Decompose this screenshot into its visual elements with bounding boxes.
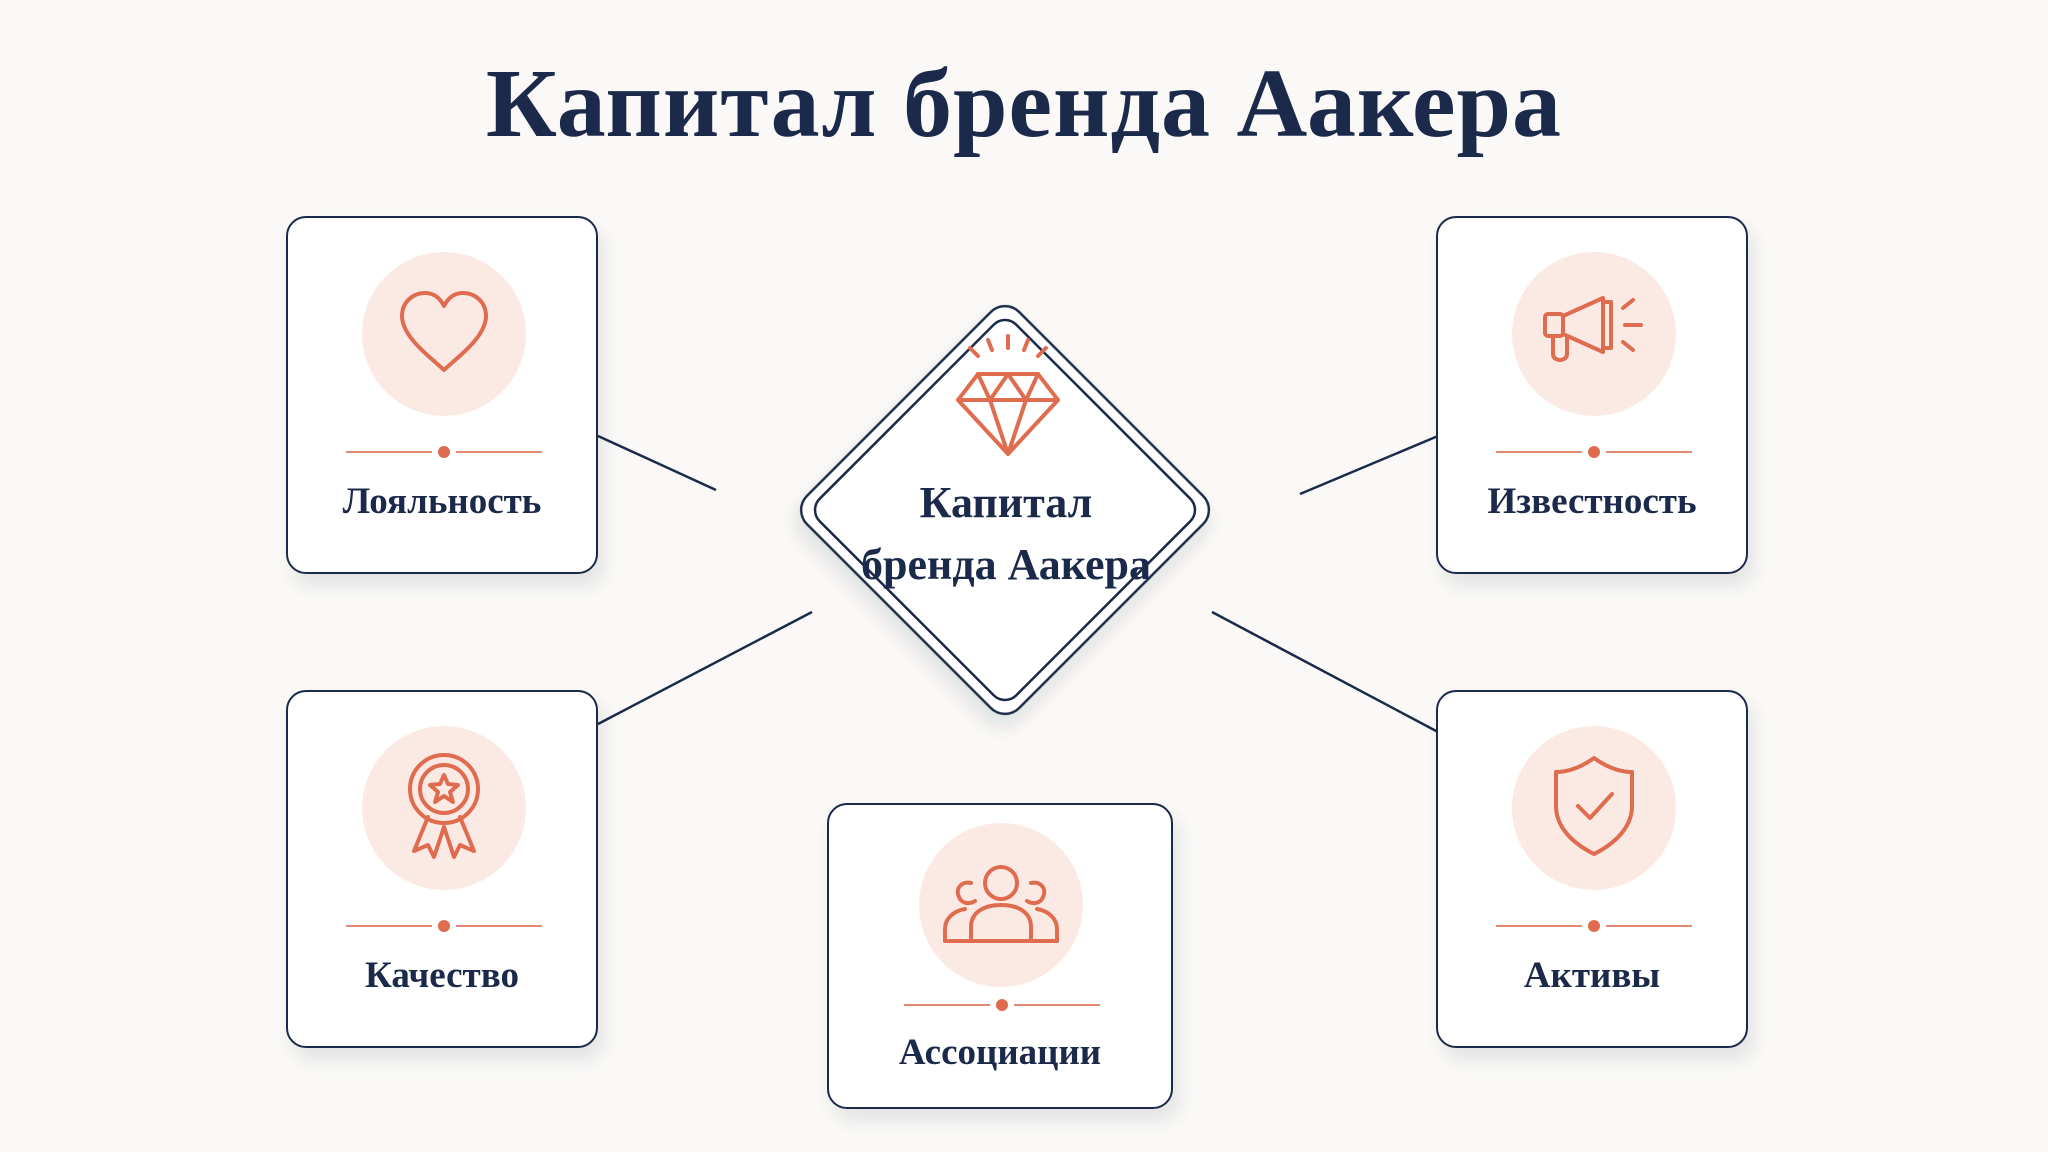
connector-awareness bbox=[1299, 434, 1439, 496]
hub-label-line2: бренда Аакера bbox=[860, 540, 1152, 589]
icon-circle bbox=[362, 726, 526, 890]
hub-label: Капитал бренда Аакера bbox=[806, 472, 1206, 596]
card-label: Качество bbox=[365, 955, 519, 996]
card-label: Активы bbox=[1523, 955, 1661, 996]
card-divider bbox=[1496, 446, 1692, 458]
card-label: Известность bbox=[1487, 481, 1697, 522]
connector-loyalty bbox=[597, 434, 717, 492]
card-label: Лояльность bbox=[342, 481, 542, 522]
card-divider bbox=[1496, 920, 1692, 932]
shield-check-icon bbox=[1550, 754, 1638, 863]
icon-circle bbox=[1512, 252, 1676, 416]
hub-diamond bbox=[799, 304, 1211, 716]
icon-circle bbox=[1512, 726, 1676, 890]
card-assets: Активы bbox=[1436, 690, 1748, 1048]
page-title: Капитал бренда Аакера bbox=[485, 50, 1563, 158]
heart-icon bbox=[396, 288, 492, 381]
card-label: Ассоциации bbox=[898, 1032, 1102, 1073]
card-associations: Ассоциации bbox=[827, 803, 1173, 1109]
card-awareness: Известность bbox=[1436, 216, 1748, 574]
icon-circle bbox=[919, 823, 1083, 987]
hub-label-line1: Капитал bbox=[919, 478, 1093, 527]
megaphone-icon bbox=[1539, 290, 1649, 379]
connector-assets bbox=[1211, 610, 1439, 734]
card-divider bbox=[904, 999, 1100, 1011]
award-ribbon-icon bbox=[402, 751, 486, 866]
card-divider bbox=[346, 446, 542, 458]
card-divider bbox=[346, 920, 542, 932]
card-quality: Качество bbox=[286, 690, 598, 1048]
card-loyalty: Лояльность bbox=[286, 216, 598, 574]
diamond-icon bbox=[944, 330, 1072, 465]
people-group-icon bbox=[941, 861, 1061, 950]
icon-circle bbox=[362, 252, 526, 416]
connector-quality bbox=[597, 610, 813, 726]
